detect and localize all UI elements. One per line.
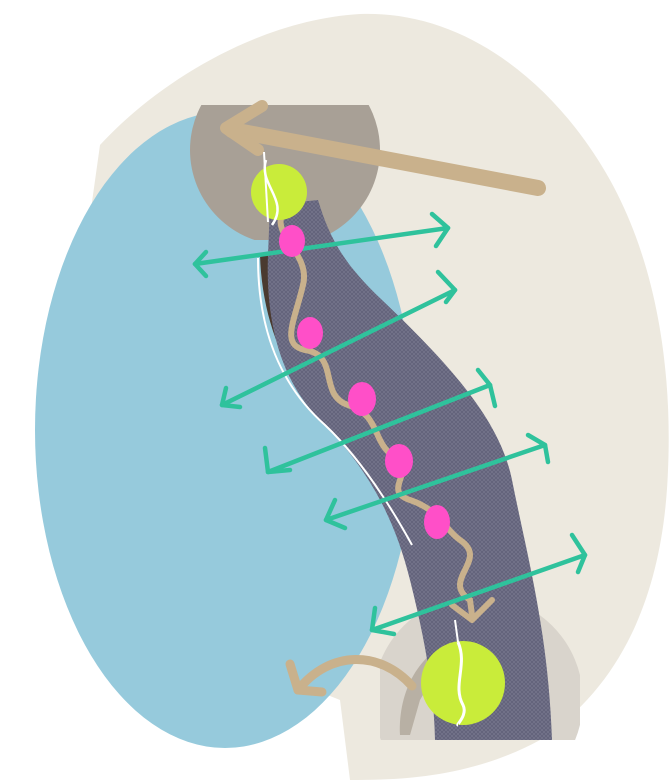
magenta-dot-icon: [279, 225, 305, 257]
magenta-dot-icon: [348, 382, 376, 416]
magenta-dot-icon: [385, 444, 413, 478]
magenta-dot-icon: [297, 317, 323, 349]
tennis-ball-icon: [421, 641, 505, 725]
magenta-dot-icon: [424, 505, 450, 539]
